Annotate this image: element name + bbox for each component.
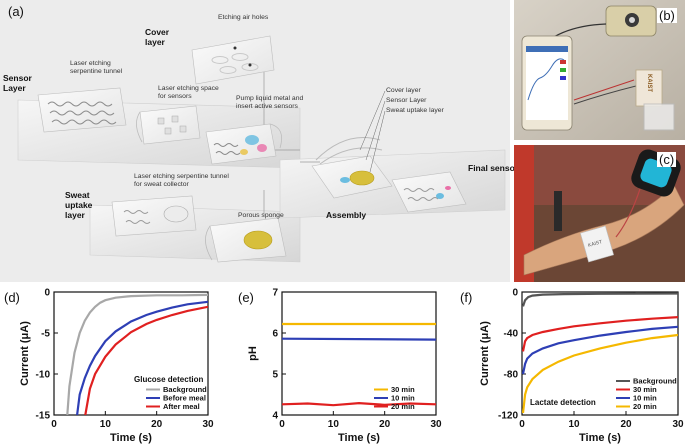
tape-label: KAIST <box>646 74 652 92</box>
legend-title: Lactate detection <box>530 398 596 407</box>
x-tick-label: 20 <box>379 419 391 430</box>
legend-entry: 20 min <box>391 402 415 411</box>
x-tick-label: 0 <box>519 419 525 430</box>
series-line-10-min <box>522 325 678 375</box>
series-line-10-min <box>282 337 436 341</box>
schematic-panel: Cover layer Sensor Layer Sweat uptake la… <box>0 0 518 282</box>
x-tick-label: 20 <box>620 419 632 430</box>
series-line-30-min <box>522 316 678 352</box>
assembly-label: Assembly <box>326 210 367 220</box>
legend-entry: Before meal <box>163 394 206 403</box>
plot-frame <box>521 291 679 416</box>
sensor-layer-annotation: Sensor Layer <box>386 97 427 104</box>
panel-label-d: (d) <box>2 290 22 305</box>
device-photo-drawing <box>514 0 685 140</box>
x-tick-label: 10 <box>100 419 112 430</box>
wrist-patch <box>579 225 615 263</box>
legend-entry: 10 min <box>391 394 415 403</box>
x-axis-label: Time (s) <box>338 432 380 444</box>
pump-liquid-metal-annotation: Pump liquid metal and insert active sens… <box>236 95 304 111</box>
panel-label-a: (a) <box>6 4 26 19</box>
sensor-patch <box>635 69 663 107</box>
series-line-background <box>66 293 208 415</box>
legend-entry: Background <box>633 377 677 386</box>
y-axis-label: Current (μA) <box>19 321 31 386</box>
serpentine-collector-annotation: Laser etching serpentine tunnel for swea… <box>134 173 229 189</box>
serpentine-tunnel-annotation: Laser etching serpentine tunnel <box>70 60 123 76</box>
panel-label-c: (c) <box>657 152 677 167</box>
y-tick-label: -15 <box>36 411 51 422</box>
y-tick-label: 5 <box>272 370 278 381</box>
panel-label-e: (e) <box>236 290 256 305</box>
y-tick-label: -5 <box>41 329 50 340</box>
legend-entry: 30 min <box>633 385 657 394</box>
x-tick-label: 30 <box>430 419 442 430</box>
y-axis-label: pH <box>247 346 259 361</box>
cover-layer-plate <box>191 35 275 85</box>
x-tick-label: 20 <box>151 419 163 430</box>
liquid-metal-plate <box>205 123 283 165</box>
legend-entry: Background <box>163 385 207 394</box>
etching-air-holes-annotation: Etching air holes <box>218 14 269 21</box>
sensor-space-annotation: Laser etching space for sensors <box>158 85 219 101</box>
schematic-drawing <box>17 35 506 263</box>
cover-layer-label: Cover layer <box>145 27 170 47</box>
legend-title: Glucose detection <box>134 375 203 384</box>
y-tick-label: 4 <box>272 411 278 422</box>
x-tick-label: 30 <box>672 419 684 430</box>
sweat-uptake-annotation: Sweat uptake layer <box>386 107 444 114</box>
y-tick-label: 0 <box>44 288 50 299</box>
y-tick-label: -80 <box>504 370 519 381</box>
device-photo: KAIST (b) <box>514 0 685 140</box>
sensor-layer-label: Sensor Layer <box>3 73 32 93</box>
x-tick-label: 0 <box>279 419 285 430</box>
y-tick-label: 0 <box>512 288 518 299</box>
sweat-collector-plate <box>111 195 197 237</box>
assembly-sheet <box>279 149 506 219</box>
sensor-space-plate <box>136 105 201 145</box>
porous-sponge-plate <box>205 217 287 263</box>
legend-entry: 20 min <box>633 402 657 411</box>
legend-entry: 30 min <box>391 385 415 394</box>
series-line-after-meal <box>84 305 208 415</box>
x-tick-label: 30 <box>202 419 214 430</box>
final-sensor-label: Final sensor <box>468 163 519 173</box>
panel-label-f: (f) <box>458 290 475 305</box>
x-tick-label: 0 <box>51 419 57 430</box>
x-axis-label: Time (s) <box>579 432 621 444</box>
serpentine-plate <box>37 87 127 133</box>
series-line-background <box>522 292 678 307</box>
y-tick-label: -120 <box>498 411 518 422</box>
plot-frame <box>281 291 437 416</box>
x-tick-label: 10 <box>328 419 340 430</box>
x-axis-label: Time (s) <box>110 432 152 444</box>
y-axis-label: Current (μA) <box>479 321 491 386</box>
y-tick-label: 7 <box>272 288 278 299</box>
porous-sponge-annotation: Porous sponge <box>238 212 284 219</box>
series-line-20-min <box>522 333 678 414</box>
cover-layer-annotation: Cover layer <box>386 87 421 94</box>
final-sensor-plate <box>391 171 467 213</box>
sweat-uptake-layer-label: Sweat uptake layer <box>65 190 93 220</box>
series-line-20-min <box>282 401 436 407</box>
legend-entry: 10 min <box>633 394 657 403</box>
x-tick-label: 10 <box>568 419 580 430</box>
y-tick-label: 6 <box>272 329 278 340</box>
y-tick-label: -40 <box>504 329 519 340</box>
arm-photo: KAIST (c) <box>514 145 685 282</box>
series-line-before-meal <box>76 300 208 415</box>
legend-entry: After meal <box>163 402 200 411</box>
panel-label-b: (b) <box>657 8 677 23</box>
y-tick-label: -10 <box>36 370 51 381</box>
